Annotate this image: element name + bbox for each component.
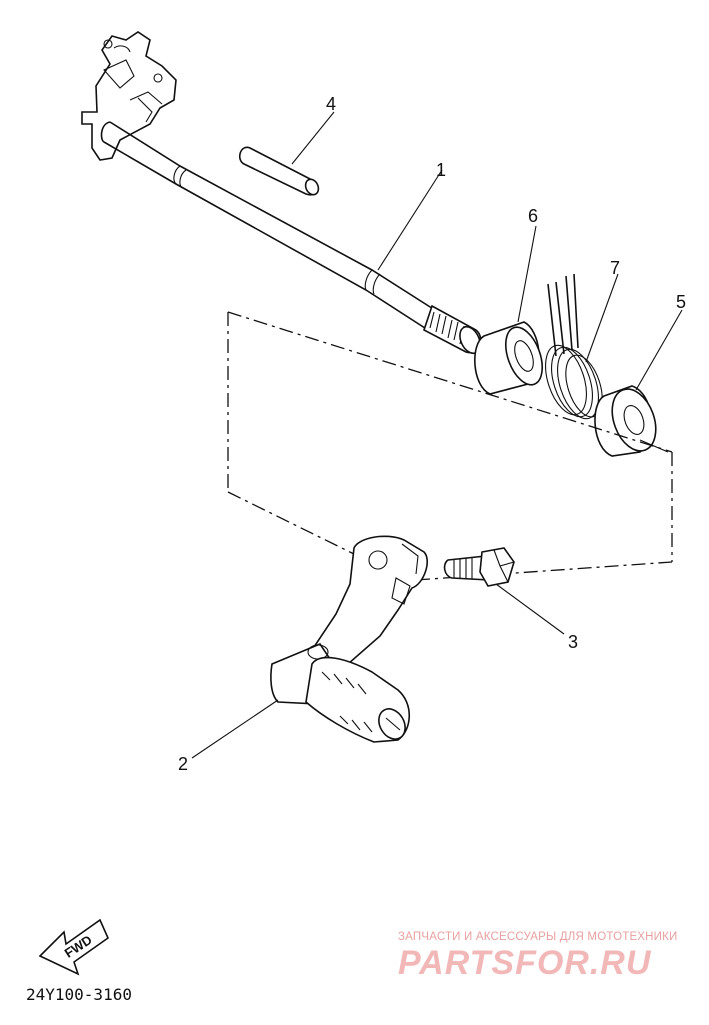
fwd-arrow-icon: FWD [38,918,109,976]
callout-label-7: 7 [610,258,620,278]
callout-label-5: 5 [676,292,686,312]
callout-label-2: 2 [178,754,188,774]
leader-lines [191,111,683,759]
collar-part-6 [474,321,544,395]
alignment-phantom-lines [227,311,673,581]
watermark-tagline: ЗАПЧАСТИ И АКСЕССУАРЫ ДЛЯ МОТОТЕХНИКИ [398,931,678,943]
partsfor-logo: PARTSFOR.RU [398,944,652,982]
torsion-spring-part-7 [545,273,603,420]
dowel-pin-part-4 [238,146,320,196]
callout-label-3: 3 [568,632,578,652]
oil-seal-part-5 [594,385,669,457]
shift-shaft-part-1 [81,31,482,355]
callout-label-1: 1 [436,160,446,180]
callout-label-6: 6 [528,206,538,226]
drawing-code: 24Y100-3160 [26,985,132,1004]
bolt-part-3 [443,547,515,587]
shift-pedal-part-2 [270,535,428,743]
callout-label-4: 4 [326,94,336,114]
